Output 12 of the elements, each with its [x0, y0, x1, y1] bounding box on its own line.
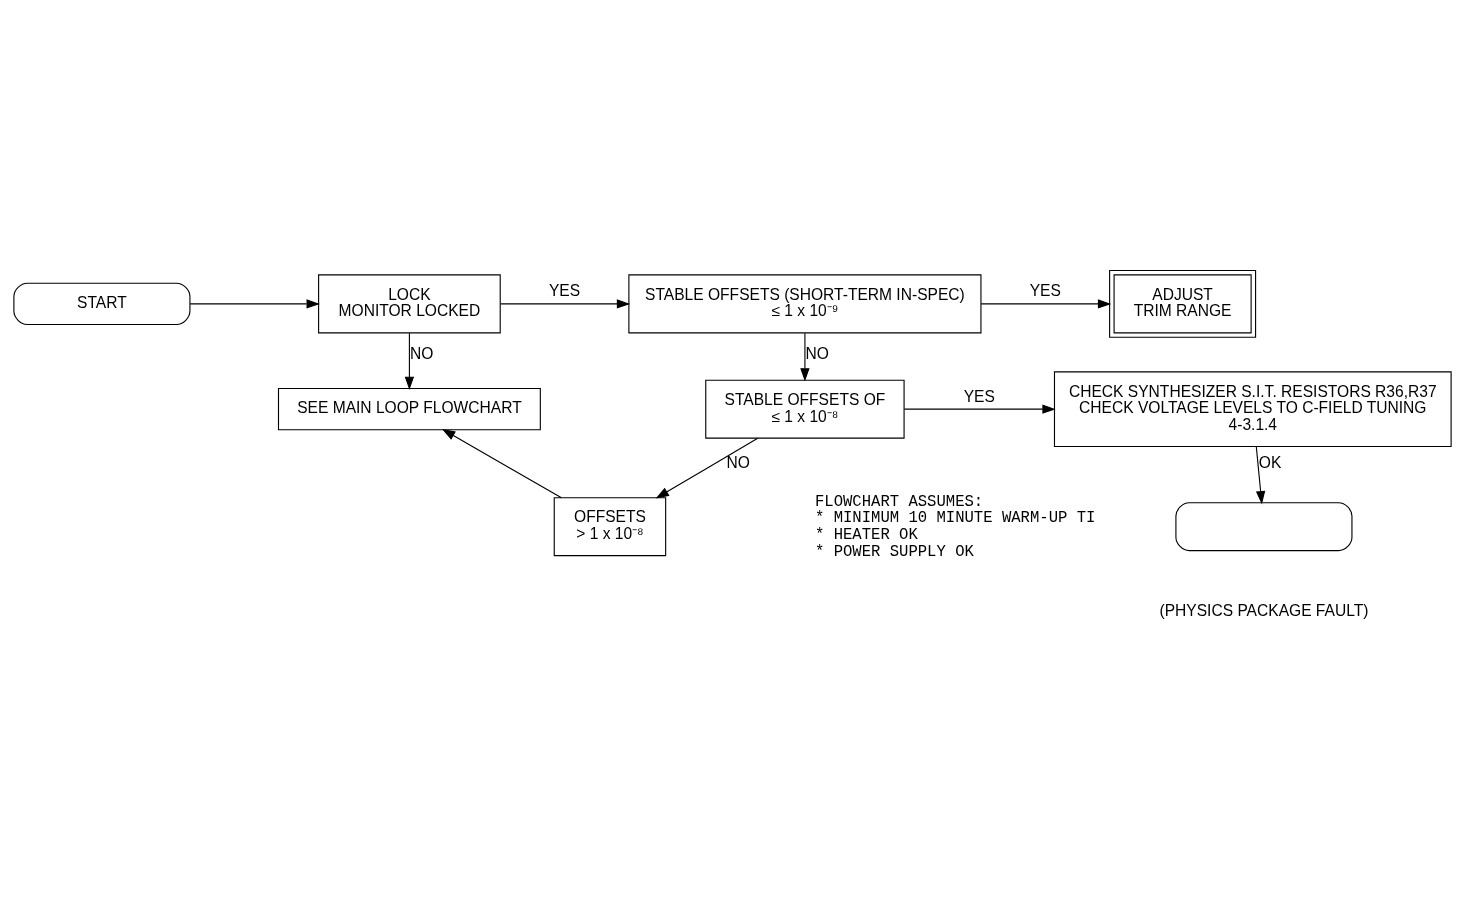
edge-label: OK [1258, 453, 1282, 471]
node-label: (PHYSICS PACKAGE FAULT) [1159, 601, 1369, 619]
edge-label: YES [963, 387, 995, 405]
label: * POWER SUPPLY OK [814, 542, 974, 561]
label: * HEATER OK [814, 525, 918, 544]
edge-label: NO [805, 344, 829, 362]
edge-label: YES [1029, 281, 1061, 299]
edge-label: NO [726, 453, 750, 471]
edge-label: YES [548, 281, 581, 299]
label: FLOWCHART ASSUMES: [814, 492, 984, 511]
label: * MINIMUM 10 MINUTE WARM-UP TI [814, 508, 1096, 527]
edge-label: NO [409, 344, 434, 362]
